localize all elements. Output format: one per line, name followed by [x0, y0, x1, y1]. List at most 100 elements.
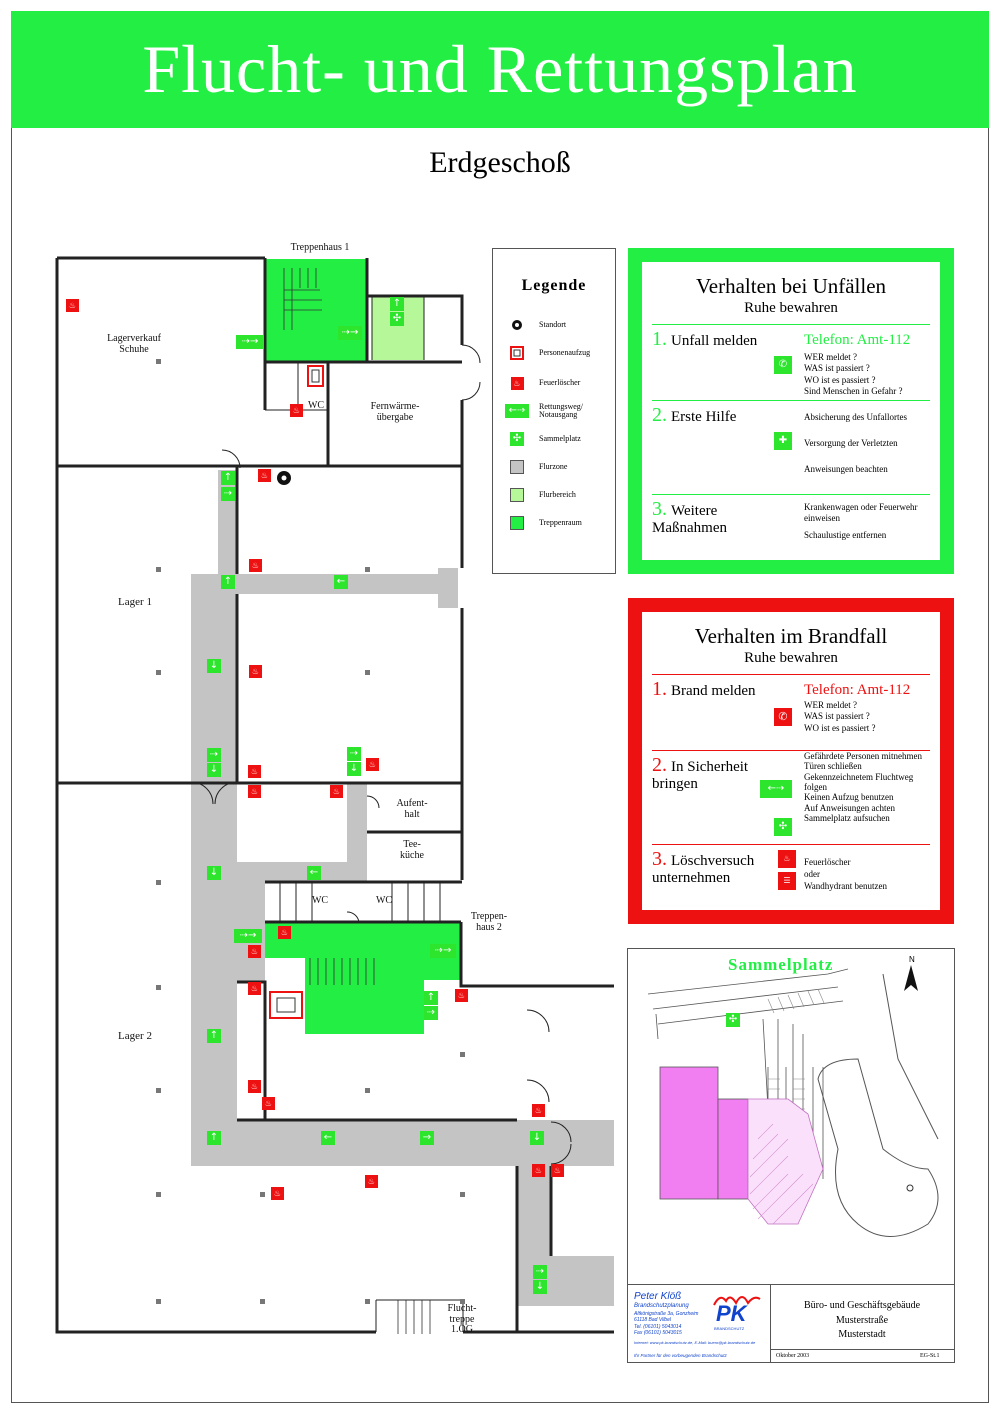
exit-arrow-icon: ← [307, 866, 321, 880]
north-label: N [909, 955, 915, 964]
north-arrow-icon [904, 965, 918, 991]
green-swatch [510, 516, 524, 530]
phone-icon: ✆ [774, 708, 792, 726]
legend-title: Legende [521, 277, 587, 294]
site-title: Sammelplatz [728, 955, 834, 974]
exit-arrow-icon: ⇢→ [338, 326, 362, 340]
fire-extinguisher-icon: ♨ [330, 785, 343, 798]
site-map [647, 968, 939, 1237]
fire-extinguisher-icon: ♨ [551, 1164, 564, 1177]
city: Musterstadt [838, 1329, 886, 1340]
exit-arrow-icon: ⇢ [424, 1006, 438, 1020]
label-fernwaerme: Fernwärme-übergabe [370, 401, 420, 423]
fire-extinguisher-icon: ♨ [455, 989, 468, 1002]
phone-icon: ✆ [774, 356, 792, 374]
fire-extinguisher-icon: ♨ [258, 469, 271, 482]
legend-item: Personenaufzug [505, 343, 615, 363]
plan-code: EG-St.1 [920, 1353, 940, 1359]
exit-arrow-icon: ←⇢ [760, 780, 792, 798]
standort-icon [512, 320, 522, 330]
fire-extinguisher-icon: ♨ [532, 1104, 545, 1117]
legend-item: ✣ Sammelplatz [505, 429, 615, 449]
label-teekueche: Tee-küche [400, 839, 424, 861]
label-fluchttreppe: Flucht-treppe 1.OG [447, 1303, 477, 1335]
legend-item: Flurzone [505, 457, 615, 477]
legend: Legende Standort Personenaufzug ♨ Feuerl… [492, 248, 616, 574]
legend-item: Flurbereich [505, 485, 615, 505]
exit-arrow-icon: ↑ [221, 575, 235, 589]
fire-extinguisher-icon: ♨ [249, 665, 262, 678]
exit-arrow-icon: ↓ [530, 1131, 544, 1145]
fire-extinguisher-icon: ♨ [248, 982, 261, 995]
fire-extinguisher-icon: ♨ [248, 765, 261, 778]
step-loeschversuch: Löschversuch unternehmen [652, 853, 755, 886]
phone-number: Telefon: Amt-112 [804, 682, 911, 698]
label-treppenhaus-2: Treppen-haus 2 [470, 911, 508, 933]
exit-arrow-icon: ← [334, 575, 348, 589]
building-name: Büro- und Geschäftsgebäude [803, 1300, 921, 1311]
grey-swatch [510, 460, 524, 474]
fire-extinguisher-icon: ♨ [365, 1175, 378, 1188]
exit-arrow-icon: ↑ [424, 991, 438, 1005]
step-brand-melden: Brand melden [671, 683, 756, 699]
label-lager-1: Lager 1 [118, 596, 152, 608]
exit-arrow-icon: ←⇢ [505, 404, 529, 418]
assembly-point-icon: ✣ [726, 1013, 740, 1027]
exit-arrow-icon: ↓ [207, 763, 221, 777]
panel-unfaelle-subtitle: Ruhe bewahren [744, 300, 838, 316]
fire-extinguisher-icon: ♨ [248, 945, 261, 958]
site-plan: Sammelplatz ✣ N Peter Klöß [627, 948, 955, 1363]
label-treppenhaus-1: Treppenhaus 1 [290, 242, 350, 253]
exit-arrow-icon: ↑ [221, 471, 235, 485]
street: Musterstraße [835, 1314, 889, 1326]
panel-brandfall-subtitle: Ruhe bewahren [744, 650, 838, 666]
exit-arrow-icon: ↓ [207, 659, 221, 673]
fire-extinguisher-icon: ♨ [248, 785, 261, 798]
exit-arrow-icon: ← [321, 1131, 335, 1145]
fire-extinguisher-icon: ♨ [262, 1097, 275, 1110]
phone-number: Telefon: Amt-112 [804, 332, 911, 348]
exit-arrow-icon: ⇢ [347, 747, 361, 761]
panel-unfaelle: Verhalten bei Unfällen Ruhe bewahren 1.U… [628, 248, 954, 574]
step-unfall-melden: Unfall melden [671, 333, 758, 349]
legend-item: ♨ Feuerlöscher [505, 373, 615, 393]
exit-arrow-icon: ↑ [207, 1131, 221, 1145]
fire-extinguisher-icon: ♨ [510, 376, 524, 390]
label-lager-2: Lager 2 [118, 1030, 152, 1042]
exit-arrow-icon: ↓ [347, 762, 361, 776]
first-aid-icon: ✚ [774, 432, 792, 450]
company-name: Peter Klöß [634, 1291, 682, 1302]
walls [55, 256, 614, 1334]
exit-arrow-icon: ⇢ [207, 748, 221, 762]
treppenhaus-2 [265, 922, 461, 1034]
fire-extinguisher-icon: ♨ [66, 299, 79, 312]
fire-extinguisher-icon: ♨ [278, 926, 291, 939]
exit-arrow-icon: ⇢→ [234, 929, 262, 943]
label-wc-1: WC [307, 400, 325, 411]
company-logo: PK BRANDSCHUTZ [712, 1291, 762, 1331]
label-wc-2: WC [311, 895, 329, 906]
label-aufenthalt: Aufent-halt [396, 798, 428, 820]
title-block: Peter Klöß Brandschutzplanung Altkönigst… [628, 1284, 954, 1363]
legend-item: Treppenraum [505, 513, 615, 533]
exit-arrow-icon: ⇢→ [430, 944, 456, 958]
fire-extinguisher-icon: ♨ [271, 1187, 284, 1200]
fire-extinguisher-icon: ♨ [290, 404, 303, 417]
label-lagerverkauf: Lagerverkauf Schuhe [107, 333, 161, 355]
step-erste-hilfe: Erste Hilfe [671, 409, 737, 425]
legend-item: Standort [505, 315, 615, 335]
flame-icon [713, 1296, 761, 1306]
fire-extinguisher-icon: ♨ [366, 758, 379, 771]
assembly-point-icon: ✣ [390, 312, 404, 326]
floor-title: Erdgeschoß [429, 146, 571, 179]
label-wc-3: WC [375, 895, 393, 906]
exit-arrow-icon: ↑ [390, 297, 404, 311]
exit-arrow-icon: ⇢ [533, 1265, 547, 1279]
step-in-sicherheit-bringen: In Sicherheit bringen [652, 759, 749, 792]
assembly-point-icon: ✣ [510, 432, 524, 446]
step-weitere-massnahmen: Weitere Maßnahmen [652, 503, 727, 536]
fire-extinguisher-icon: ♨ [249, 559, 262, 572]
elevator-icon [510, 346, 524, 360]
exit-arrow-icon: ↓ [533, 1280, 547, 1294]
exit-arrow-icon: → [420, 1131, 434, 1145]
